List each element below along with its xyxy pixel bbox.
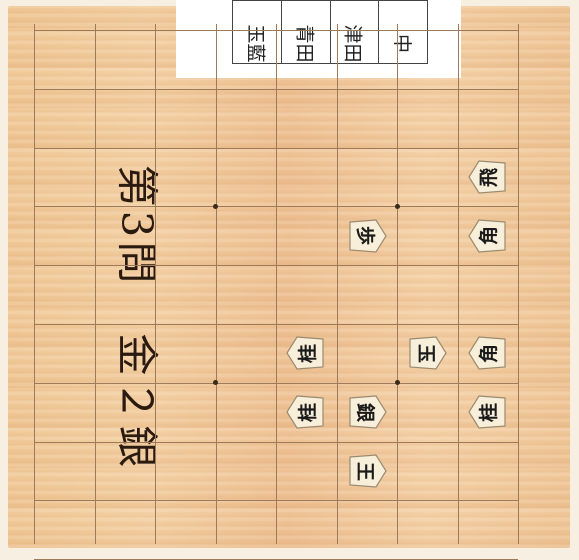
piece-label: 王 bbox=[354, 461, 377, 481]
grid-line-vertical bbox=[155, 24, 156, 544]
grid-line-vertical bbox=[34, 24, 35, 544]
piece-label: 玉 bbox=[414, 343, 437, 363]
grid-line-vertical bbox=[336, 24, 338, 544]
piece-label: 銀 bbox=[354, 402, 377, 422]
problem-title: 第3問 金２銀 bbox=[112, 164, 162, 472]
grid-line-horizontal bbox=[34, 147, 518, 149]
shogi-piece-sente-gyoku[interactable]: 玉 bbox=[406, 336, 448, 371]
grid-line-vertical bbox=[518, 24, 519, 544]
grid-line-horizontal bbox=[34, 88, 518, 90]
info-cell: 玉藍 bbox=[233, 1, 282, 63]
piece-shape bbox=[286, 336, 324, 371]
star-point-icon bbox=[213, 380, 218, 386]
piece-shape bbox=[468, 336, 506, 371]
shogi-piece-gote-kaku-1[interactable]: 角 bbox=[467, 219, 509, 253]
piece-label: 角 bbox=[478, 343, 501, 363]
piece-label: 桂 bbox=[296, 343, 319, 363]
piece-shape bbox=[349, 454, 387, 488]
info-table: 玉藍 青田 津田 中 bbox=[232, 0, 428, 64]
grid-line-horizontal bbox=[34, 265, 518, 267]
shogi-piece-gote-kaku-2[interactable]: 角 bbox=[467, 336, 509, 371]
piece-shape bbox=[468, 160, 506, 194]
star-point-icon bbox=[394, 380, 400, 386]
piece-label: 角 bbox=[478, 226, 501, 246]
shogi-piece-gote-kei-2[interactable]: 桂 bbox=[285, 336, 327, 371]
info-cell: 中 bbox=[379, 1, 427, 63]
shogi-piece-gote-hisha[interactable]: 飛 bbox=[467, 160, 509, 194]
piece-shape bbox=[468, 395, 506, 429]
piece-shape bbox=[468, 219, 506, 253]
info-text: 中 bbox=[390, 33, 413, 54]
piece-label: 桂 bbox=[478, 402, 501, 422]
piece-label: 飛 bbox=[478, 167, 501, 187]
piece-shape bbox=[409, 336, 447, 371]
grid-line-vertical bbox=[457, 24, 459, 544]
info-cell: 青田 bbox=[282, 1, 331, 63]
grid-line-vertical bbox=[397, 24, 398, 544]
grid-line-horizontal bbox=[34, 324, 518, 325]
grid-line-vertical bbox=[94, 24, 96, 544]
piece-shape bbox=[349, 219, 387, 253]
info-cell: 津田 bbox=[331, 1, 380, 63]
grid-line-horizontal bbox=[34, 30, 518, 31]
shogi-piece-sente-gin[interactable]: 銀 bbox=[346, 395, 388, 429]
grid-line-vertical bbox=[215, 24, 217, 544]
grid-line-horizontal bbox=[34, 500, 518, 502]
grid-line-horizontal bbox=[34, 441, 518, 443]
grid-line-horizontal bbox=[34, 206, 518, 208]
piece-label: 歩 bbox=[354, 226, 377, 246]
shogi-board bbox=[8, 6, 570, 548]
shogi-piece-gote-kei-1[interactable]: 桂 bbox=[467, 395, 509, 429]
star-point-icon bbox=[394, 203, 400, 209]
shogi-piece-gote-kei-3[interactable]: 桂 bbox=[285, 395, 327, 429]
piece-shape bbox=[349, 395, 387, 429]
grid-line-vertical bbox=[276, 24, 277, 544]
piece-label: 桂 bbox=[296, 402, 319, 422]
shogi-piece-sente-ou[interactable]: 王 bbox=[346, 454, 388, 488]
shogi-piece-sente-fu[interactable]: 歩 bbox=[346, 219, 388, 253]
piece-shape bbox=[286, 395, 324, 429]
grid-line-horizontal bbox=[34, 382, 518, 384]
star-point-icon bbox=[213, 203, 218, 209]
